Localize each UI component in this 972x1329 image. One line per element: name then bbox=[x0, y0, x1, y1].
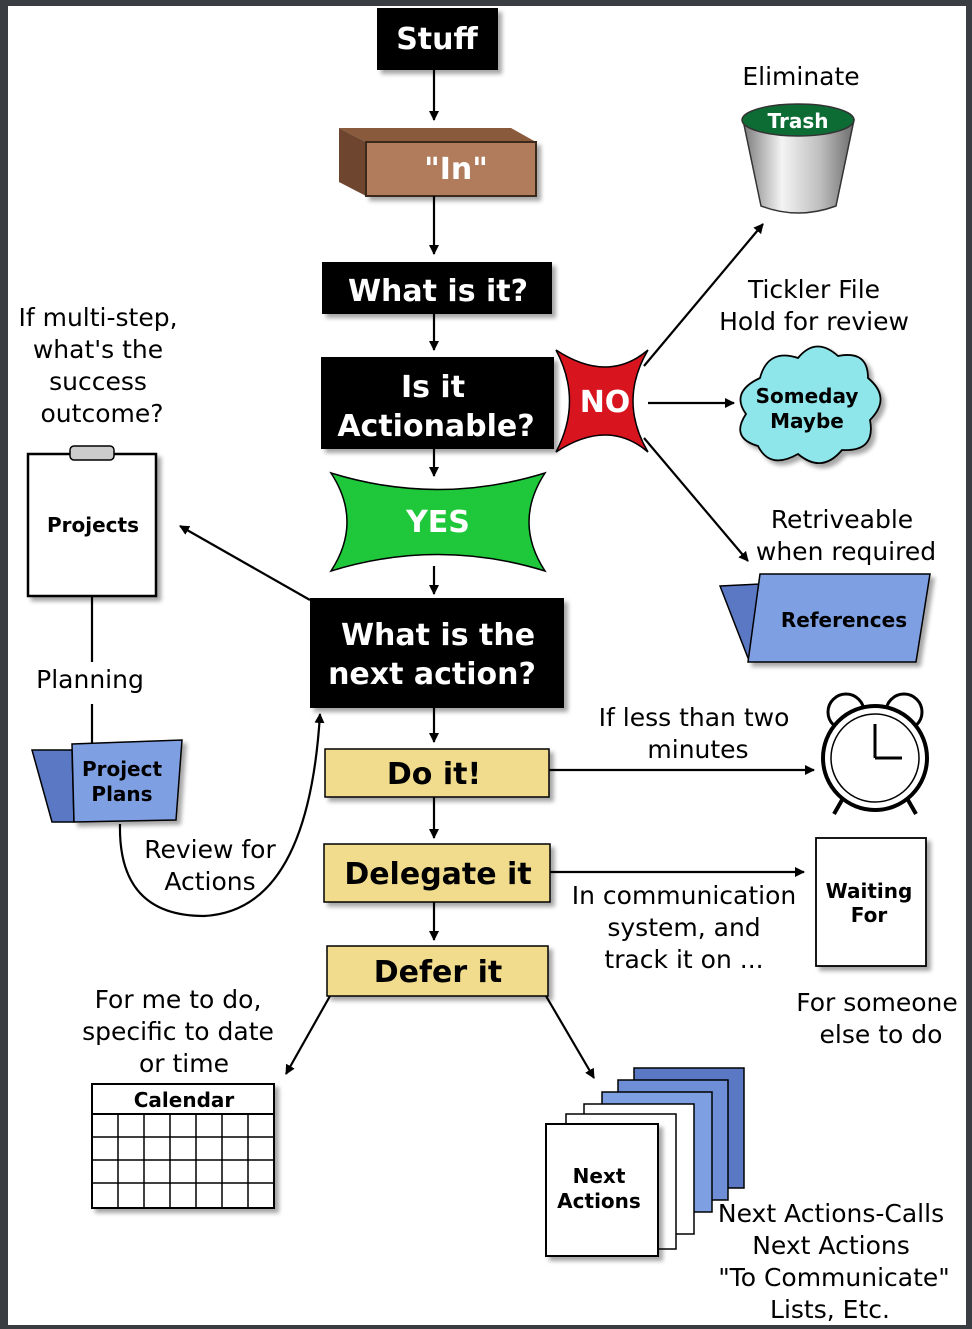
review-loop-arrow bbox=[118, 713, 325, 918]
next-action-line2: next action? bbox=[328, 657, 536, 692]
waiting-for-icon: Waiting For bbox=[815, 837, 927, 967]
multi-step-line1: If multi-step, bbox=[18, 303, 177, 332]
next-action-box: What is the next action? bbox=[310, 598, 564, 708]
review-line1: Review for bbox=[144, 835, 276, 864]
is-actionable-line1: Is it bbox=[401, 370, 465, 405]
two-min-line2: minutes bbox=[647, 735, 748, 764]
comm-line3: track it on ... bbox=[604, 945, 763, 974]
arrow-no-trash bbox=[643, 223, 764, 367]
eliminate-label: Eliminate bbox=[742, 62, 859, 91]
multi-step-line3: success bbox=[49, 367, 147, 396]
do-it-box: Do it! bbox=[324, 748, 550, 798]
comm-line1: In communication bbox=[572, 881, 797, 910]
in-tray-label: "In" bbox=[424, 152, 488, 187]
retrievable-line1: Retriveable bbox=[771, 505, 913, 534]
in-tray: "In" bbox=[339, 128, 537, 197]
retrievable-line2: when required bbox=[756, 537, 936, 566]
references-label: References bbox=[781, 608, 907, 632]
comm-line2: system, and bbox=[607, 913, 760, 942]
no-label: NO bbox=[580, 385, 631, 420]
review-line2: Actions bbox=[164, 867, 255, 896]
alarm-clock-icon bbox=[821, 692, 929, 815]
someday-maybe-cloud-icon: Someday Maybe bbox=[739, 345, 882, 464]
arrow-defer-next-actions bbox=[545, 995, 595, 1079]
defer-it-label: Defer it bbox=[374, 955, 503, 990]
stuff-box: Stuff bbox=[377, 8, 498, 70]
diagram-svg: Stuff "In" What is it? Is it Actionable?… bbox=[18, 8, 958, 1324]
waiting-line2: For bbox=[851, 903, 888, 927]
lists-line3: "To Communicate" bbox=[718, 1263, 950, 1292]
someone-line1: For someone bbox=[796, 988, 958, 1017]
for-me-line1: For me to do, bbox=[95, 985, 262, 1014]
waiting-line1: Waiting bbox=[826, 879, 913, 903]
lists-line2: Next Actions bbox=[752, 1231, 910, 1260]
next-actions-line2: Actions bbox=[557, 1189, 641, 1213]
stuff-label: Stuff bbox=[396, 22, 478, 57]
project-plans-folder-icon: Project Plans bbox=[31, 739, 183, 823]
for-me-line2: specific to date bbox=[82, 1017, 274, 1046]
references-folder-icon: References bbox=[718, 573, 931, 663]
delegate-it-box: Delegate it bbox=[323, 843, 551, 903]
no-burst: NO bbox=[553, 347, 649, 455]
multi-step-line2: what's the bbox=[33, 335, 163, 364]
lists-line4: Lists, Etc. bbox=[770, 1295, 890, 1324]
tickler-line1: Tickler File bbox=[747, 275, 880, 304]
tickler-line2: Hold for review bbox=[719, 307, 909, 336]
lists-line1: Next Actions-Calls bbox=[718, 1199, 944, 1228]
gtd-workflow-diagram: Stuff "In" What is it? Is it Actionable?… bbox=[8, 6, 966, 1325]
calendar-label: Calendar bbox=[134, 1088, 235, 1112]
projects-label: Projects bbox=[47, 513, 139, 537]
project-plans-line1: Project bbox=[82, 757, 163, 781]
arrow-defer-calendar bbox=[285, 995, 331, 1075]
what-is-it-label: What is it? bbox=[348, 274, 528, 309]
what-is-it-box: What is it? bbox=[322, 262, 552, 314]
do-it-label: Do it! bbox=[387, 757, 481, 792]
is-actionable-line2: Actionable? bbox=[337, 409, 534, 444]
projects-clipboard-icon: Projects bbox=[26, 445, 158, 598]
trash-icon: Trash bbox=[741, 103, 855, 214]
next-actions-line1: Next bbox=[573, 1164, 626, 1188]
calendar-icon: Calendar bbox=[91, 1083, 275, 1209]
for-me-line3: or time bbox=[139, 1049, 229, 1078]
arrow-no-references bbox=[643, 437, 749, 562]
multi-step-line4: outcome? bbox=[41, 399, 164, 428]
yes-burst: YES bbox=[329, 471, 547, 573]
someone-line2: else to do bbox=[820, 1020, 943, 1049]
yes-label: YES bbox=[405, 505, 470, 540]
next-actions-stack-icon: Next Actions bbox=[545, 1067, 745, 1257]
next-action-line1: What is the bbox=[341, 618, 535, 653]
defer-it-box: Defer it bbox=[326, 945, 549, 997]
two-min-line1: If less than two bbox=[599, 703, 790, 732]
is-actionable-box: Is it Actionable? bbox=[321, 357, 554, 449]
planning-label: Planning bbox=[36, 665, 144, 694]
delegate-it-label: Delegate it bbox=[344, 857, 531, 892]
arrow-next-projects bbox=[179, 525, 311, 601]
someday-line1: Someday bbox=[756, 384, 859, 408]
project-plans-line2: Plans bbox=[91, 782, 152, 806]
trash-label: Trash bbox=[768, 109, 829, 133]
someday-line2: Maybe bbox=[770, 409, 844, 433]
